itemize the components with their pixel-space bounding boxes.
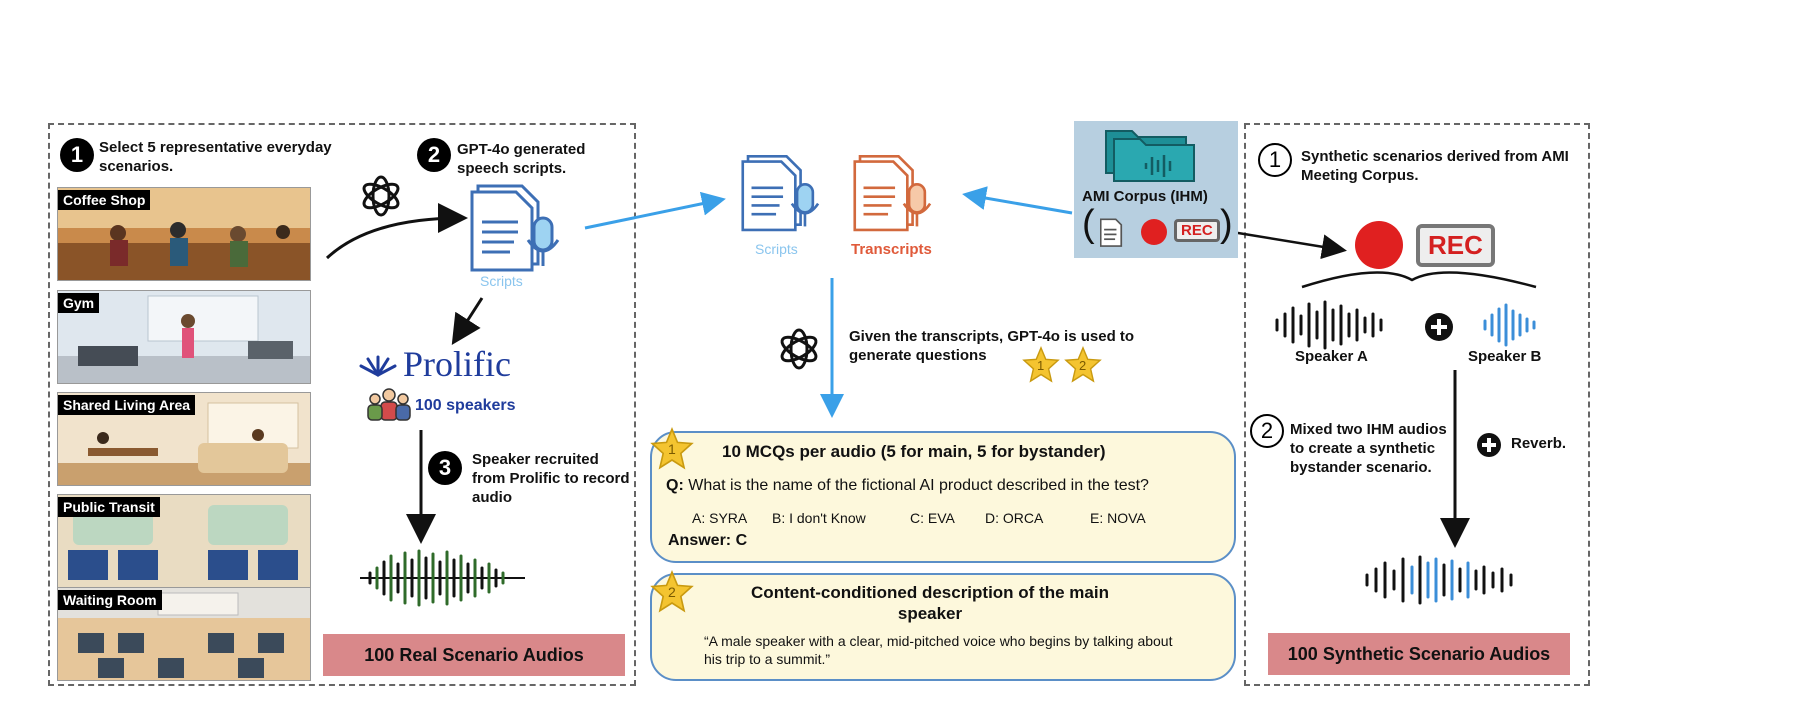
- brace-under-rec: [1301, 271, 1537, 289]
- mcq-option-b: B: I don't Know: [772, 510, 866, 526]
- description-box: [650, 573, 1236, 681]
- rec-badge: REC: [1416, 224, 1495, 267]
- step2-badge: 2: [417, 138, 451, 172]
- transcripts-document-icon: [853, 155, 932, 232]
- speakers-count: 100 speakers: [415, 397, 516, 414]
- synthetic-scenario-panel: [1244, 123, 1590, 686]
- people-group-icon: [367, 388, 411, 421]
- scene-label-coffee-shop: Coffee Shop: [58, 190, 151, 210]
- arrow-scenes-to-scripts: [325, 203, 468, 260]
- question-text: What is the name of the fictional AI pro…: [688, 477, 1149, 494]
- speaker-b-label: Speaker B: [1468, 348, 1542, 365]
- prolific-logo-text: Prolific: [403, 344, 511, 384]
- scripts-label-middle: Scripts: [755, 241, 798, 257]
- scene-label-gym: Gym: [58, 293, 100, 313]
- mixed-audio-waveform-icon: [1365, 555, 1513, 605]
- question-prefix: Q:: [666, 477, 684, 494]
- real-audio-waveform-icon: [360, 549, 525, 607]
- right-step1-text: Synthetic scenarios derived from AMI Mee…: [1301, 148, 1569, 184]
- ami-corpus-label: AMI Corpus (IHM): [1082, 188, 1208, 205]
- right-step2-text: Mixed two IHM audios to create a synthet…: [1290, 421, 1447, 476]
- mcq-answer: Answer: C: [668, 532, 748, 549]
- ami-record-dot-icon: [1141, 219, 1167, 245]
- coffee-shop-image: [58, 188, 310, 280]
- step1-text: Select 5 representative everyday scenari…: [99, 139, 332, 175]
- description-star-icon: 2: [650, 570, 694, 614]
- description-text: “A male speaker with a clear, mid-pitche…: [704, 633, 1173, 667]
- gym-image: [58, 291, 310, 383]
- scripts-label-left: Scripts: [480, 273, 523, 289]
- mcq-option-d: D: ORCA: [985, 510, 1044, 526]
- mcq-option-e: E: NOVA: [1090, 510, 1146, 526]
- mcq-question: Q: What is the name of the fictional AI …: [666, 477, 1149, 495]
- plus-icon: [1425, 313, 1453, 341]
- real-scenario-audios-band: 100 Real Scenario Audios: [323, 634, 625, 676]
- star-1-icon: 1: [1022, 346, 1060, 384]
- step2-text: GPT-4o generated speech scripts.: [457, 141, 586, 177]
- scene-label-public-transit: Public Transit: [58, 497, 160, 517]
- ami-rec-badge: REC: [1174, 219, 1220, 242]
- scene-label-shared-living-area: Shared Living Area: [58, 395, 196, 415]
- real-scenario-panel: [48, 123, 636, 686]
- arrow-scripts-to-prolific: [451, 297, 484, 346]
- ami-paren-close: ): [1220, 203, 1233, 245]
- ami-paren-open: (: [1082, 203, 1095, 245]
- scene-label-waiting-room: Waiting Room: [58, 590, 162, 610]
- scripts-document-icon-middle: [741, 155, 820, 232]
- scene-gym: Gym: [57, 290, 311, 384]
- description-title: Content-conditioned description of the m…: [751, 583, 1109, 623]
- transcripts-label: Transcripts: [851, 241, 932, 258]
- step1-badge: 1: [60, 138, 94, 172]
- folder-icon: [1105, 130, 1195, 182]
- generate-questions-text: Given the transcripts, GPT-4o is used to…: [849, 328, 1135, 364]
- record-dot-icon: [1355, 221, 1403, 269]
- scene-coffee-shop: Coffee Shop: [57, 187, 311, 281]
- star-2-icon: 2: [1064, 346, 1102, 384]
- mcq-option-a: A: SYRA: [692, 510, 748, 526]
- arrow-ami-to-transcripts: [962, 186, 1073, 215]
- mcq-option-c: C: EVA: [910, 510, 955, 526]
- ami-transcript-doc-icon: [1100, 218, 1123, 247]
- step3-text: Speaker recruited from Prolific to recor…: [472, 451, 630, 506]
- reverb-label: Reverb.: [1511, 435, 1567, 452]
- scene-shared-living-area: Shared Living Area: [57, 392, 311, 486]
- scene-public-transit: Public Transit: [57, 494, 311, 588]
- speaker-a-label: Speaker A: [1295, 348, 1368, 365]
- speaker-a-waveform-icon: [1275, 300, 1383, 350]
- scripts-document-icon: [470, 184, 560, 272]
- speaker-b-waveform-icon: [1483, 303, 1536, 347]
- openai-logo-icon: [362, 175, 400, 217]
- arrow-ami-to-rec: [1231, 230, 1347, 260]
- scene-waiting-room: Waiting Room: [57, 587, 311, 681]
- step3-badge: 3: [428, 451, 462, 485]
- waiting-room-image: [58, 588, 310, 680]
- mcq-title: 10 MCQs per audio (5 for main, 5 for bys…: [722, 442, 1106, 461]
- openai-logo-icon-middle: [780, 328, 818, 370]
- right-step1-badge: 1: [1258, 143, 1292, 177]
- prolific-logo-icon: [359, 355, 397, 377]
- right-step2-badge: 2: [1250, 414, 1284, 448]
- synthetic-scenario-audios-band: 100 Synthetic Scenario Audios: [1268, 633, 1570, 675]
- reverb-plus-icon: [1477, 433, 1501, 457]
- mcq-star-icon: 1: [650, 427, 694, 471]
- arrow-scripts-to-middle: [584, 191, 726, 230]
- mcq-box: [650, 431, 1236, 563]
